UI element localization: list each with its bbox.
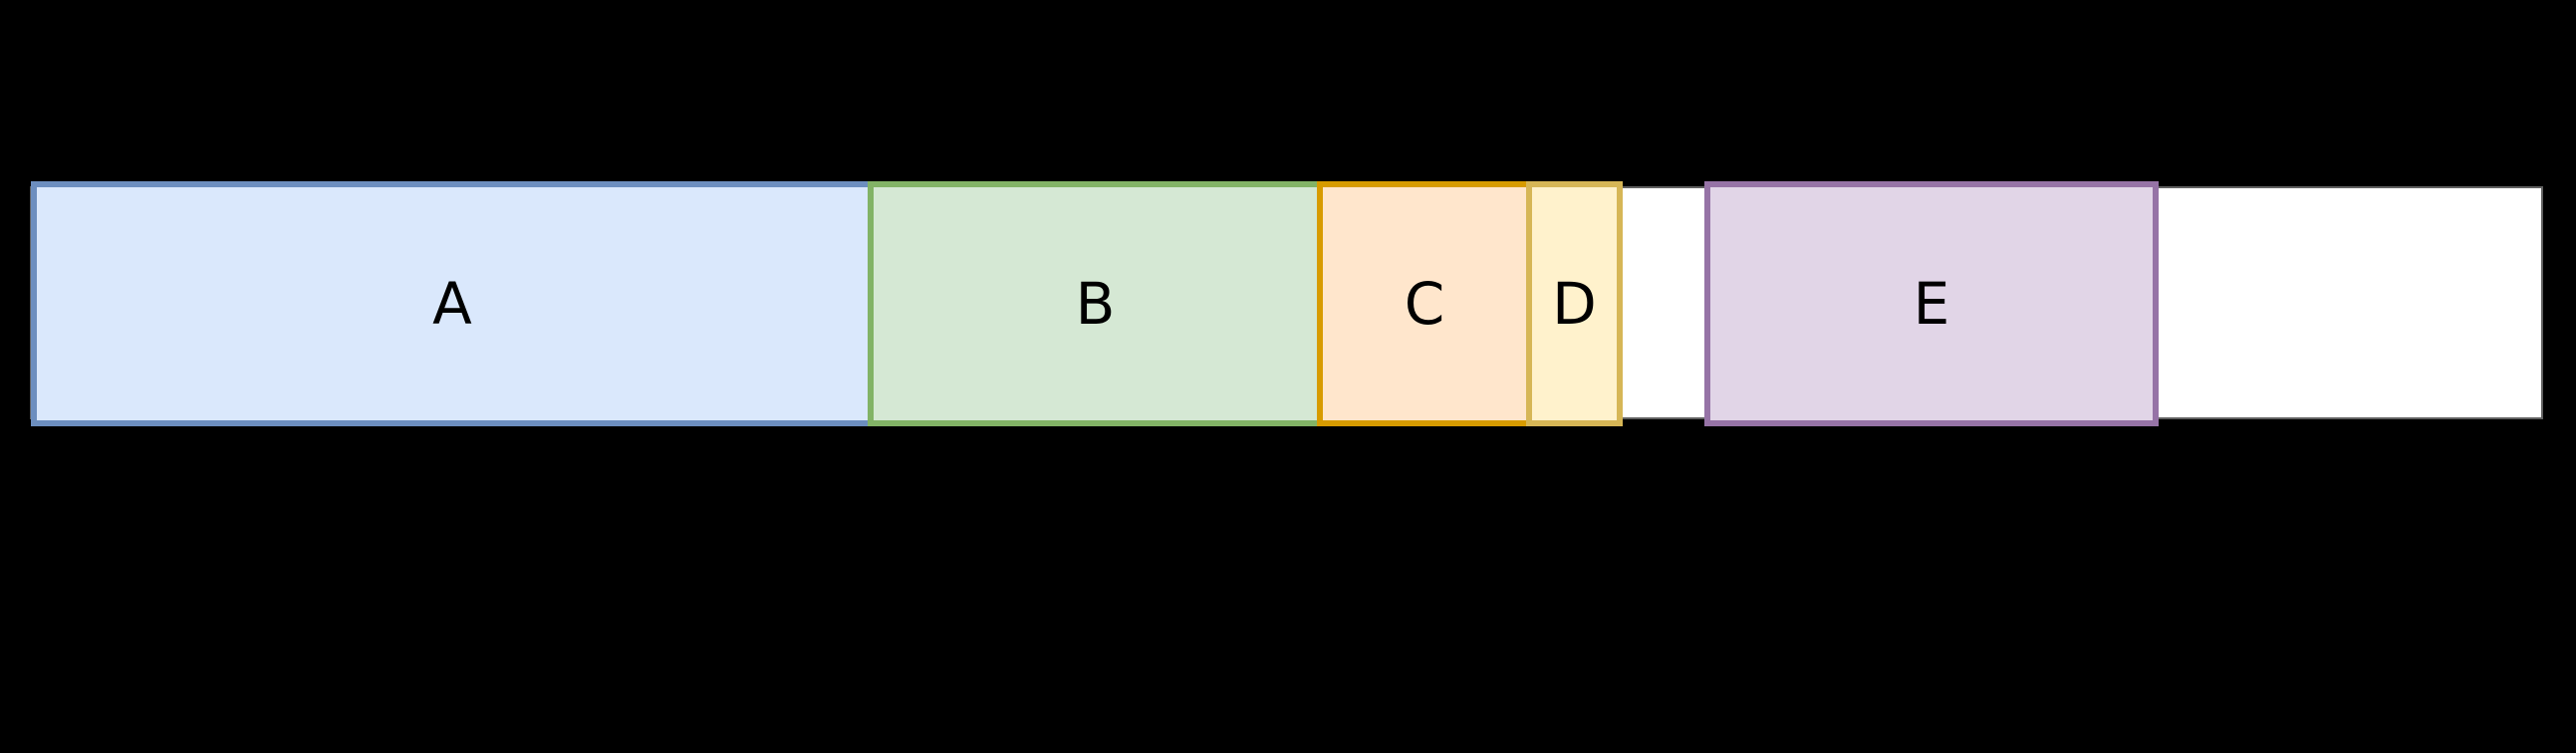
segment-e-label: E bbox=[1913, 270, 1950, 338]
segment-c-label: C bbox=[1404, 270, 1445, 338]
segment-c: C bbox=[1317, 181, 1532, 426]
segment-a: A bbox=[31, 181, 874, 426]
segment-e: E bbox=[1704, 181, 2159, 426]
segment-b: B bbox=[868, 181, 1323, 426]
segment-d-label: D bbox=[1552, 270, 1597, 338]
segment-d: D bbox=[1526, 181, 1623, 426]
segment-b-label: B bbox=[1075, 270, 1116, 338]
segment-a-label: A bbox=[432, 270, 472, 338]
